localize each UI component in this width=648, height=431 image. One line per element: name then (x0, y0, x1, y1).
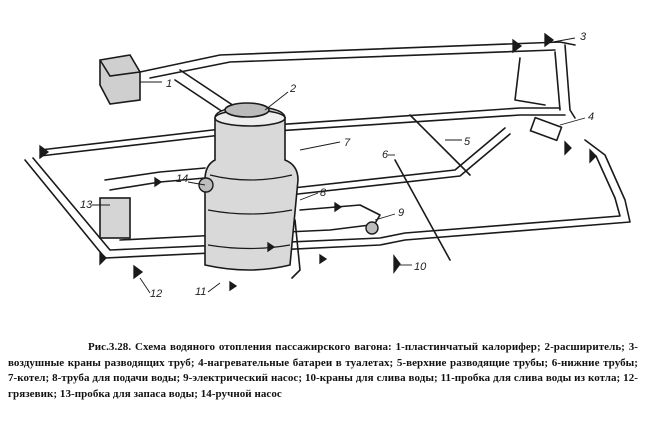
label-1: 1 (166, 78, 172, 90)
upper-pipe-top-2 (149, 49, 556, 79)
valve-low-left (99, 250, 107, 266)
label-11: 11 (195, 286, 206, 298)
label-2: 2 (289, 83, 296, 95)
perimeter-loop (24, 139, 631, 259)
diag-5 (409, 114, 471, 176)
label-13: 13 (80, 199, 93, 211)
bottom-tube (291, 219, 301, 279)
inner-right-pipe (274, 127, 506, 191)
perimeter-loop-2 (32, 155, 621, 251)
electric-pump-9 (365, 221, 379, 235)
label-4: 4 (588, 111, 594, 123)
label-10: 10 (414, 261, 427, 273)
middle-pipe (39, 107, 561, 151)
left-loop (104, 167, 206, 181)
middle-pipe-2 (39, 114, 566, 157)
valve-12 (133, 264, 144, 280)
label-9: 9 (398, 207, 404, 219)
label-5: 5 (464, 136, 471, 148)
label-7: 7 (344, 137, 351, 149)
valve-right-1 (589, 148, 597, 164)
label-8: 8 (320, 187, 327, 199)
kettle-band-3 (207, 244, 291, 250)
right-riser (564, 44, 576, 119)
caption-text: Схема водяного отопления пассажирского в… (8, 341, 638, 400)
valve-3-b (512, 38, 523, 54)
valve-mid-3 (267, 241, 276, 253)
diag-6 (394, 159, 451, 261)
label-14: 14 (176, 173, 188, 185)
valve-mid-4 (334, 201, 343, 213)
inner-right-pipe-2 (279, 133, 511, 197)
right-riser-2 (554, 51, 561, 111)
valve-right-2 (564, 140, 572, 156)
valve-mid-1 (154, 176, 163, 188)
kettle-band-2 (207, 209, 293, 215)
valve-11 (229, 280, 238, 292)
calorifier-1 (99, 54, 141, 105)
valve-mid-2 (319, 253, 328, 265)
right-loop (514, 57, 546, 106)
hand-pump-14 (198, 177, 214, 193)
heating-scheme-diagram: 1 2 3 4 5 6 7 8 9 10 11 12 13 14 (24, 31, 631, 300)
battery-4 (529, 116, 563, 142)
upper-pipe-top (139, 41, 576, 73)
expander-2 (224, 102, 270, 118)
valve-3-a (544, 32, 555, 48)
diagram-svg: 1 2 3 4 5 6 7 8 9 10 11 12 13 14 (24, 31, 631, 300)
label-6: 6 (382, 149, 389, 161)
figure-caption: Рис.3.28. Схема водяного отопления пасса… (8, 340, 638, 402)
valve-left (39, 144, 50, 160)
label-3: 3 (580, 31, 587, 43)
kettle-band-1 (209, 174, 293, 181)
label-12: 12 (150, 288, 162, 300)
caption-prefix: Рис.3.28. (88, 341, 132, 353)
valve-10 (393, 254, 401, 274)
reservoir-13 (99, 197, 131, 239)
